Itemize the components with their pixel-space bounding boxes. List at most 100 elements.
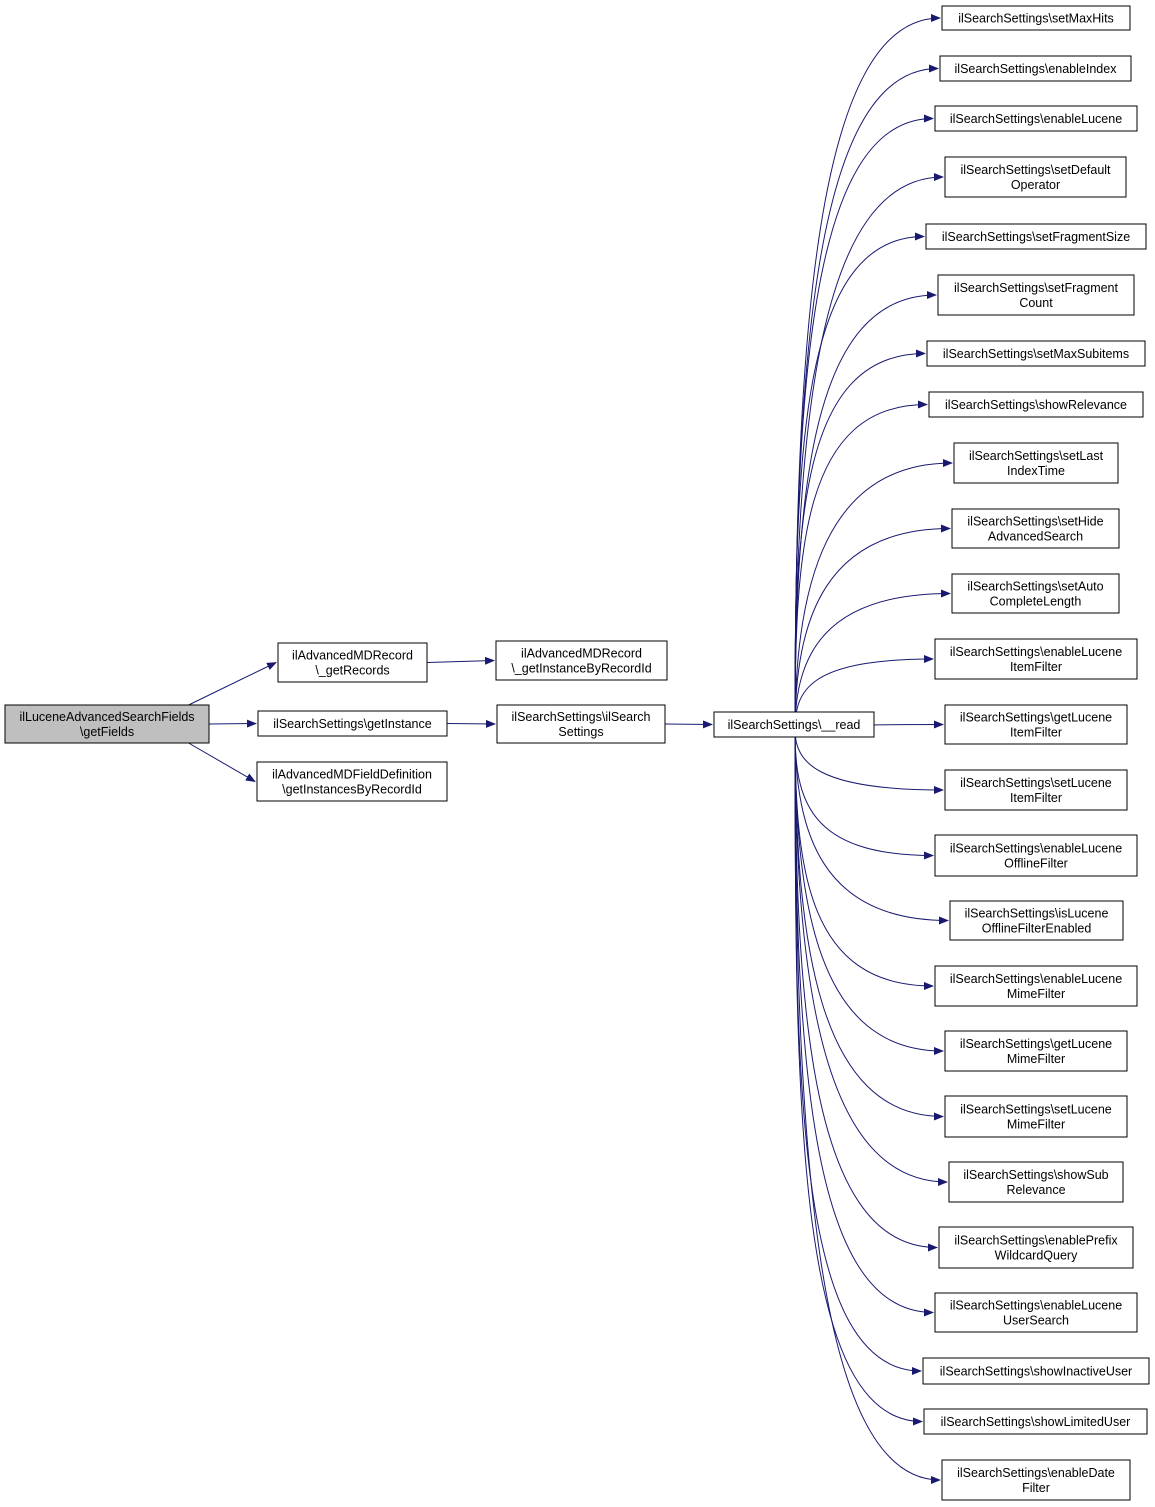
node-getInstanceByRecordId[interactable]: ilAdvancedMDRecord\_getInstanceByRecordI… (495, 640, 668, 681)
node-label-line: ilSearchSettings\showInactiveUser (940, 1365, 1132, 1379)
edge-root-to-getRecords (188, 662, 277, 706)
node-box (925, 223, 1147, 250)
node-label-line: ilAdvancedMDRecord (521, 647, 642, 661)
node-label-line: MimeFilter (1007, 1052, 1065, 1066)
edge-read-to-t17 (794, 729, 944, 1055)
node-label-line: ilSearchSettings\enableLucene (950, 972, 1122, 986)
node-t23[interactable]: ilSearchSettings\showLimitedUser (923, 1408, 1148, 1435)
edge-read-to-t23 (794, 729, 923, 1426)
edge-read-to-t18 (794, 729, 944, 1121)
node-getInstance[interactable]: ilSearchSettings\getInstance (257, 710, 448, 737)
edge-read-to-t9 (794, 524, 951, 731)
node-t20[interactable]: ilSearchSettings\enablePrefixWildcardQue… (938, 1226, 1134, 1269)
node-label-line: ilSearchSettings\setFragment (954, 281, 1118, 295)
node-label-line: \_getRecords (315, 664, 389, 678)
node-label-line: ilAdvancedMDFieldDefinition (272, 768, 432, 782)
edge-read-to-t6 (794, 349, 926, 731)
edge-read-to-t19 (794, 729, 948, 1186)
edge-read-to-t14 (794, 729, 934, 860)
edge-read-to-t0 (794, 14, 941, 731)
node-box (937, 274, 1135, 316)
node-t2[interactable]: ilSearchSettings\enableLucene (934, 105, 1138, 132)
node-label-line: ilAdvancedMDRecord (292, 649, 413, 663)
node-getInstancesByRecordId[interactable]: ilAdvancedMDFieldDefinition\getInstances… (256, 761, 448, 802)
node-label-line: ilLuceneAdvancedSearchFields (19, 710, 194, 724)
node-box (257, 710, 448, 737)
node-label-line: ilSearchSettings\enableDate (957, 1466, 1115, 1480)
edge-read-to-t13 (794, 729, 944, 794)
node-box (944, 1095, 1128, 1138)
node-label-line: ilSearchSettings\showSub (963, 1168, 1108, 1182)
node-t15[interactable]: ilSearchSettings\isLuceneOfflineFilterEn… (949, 900, 1124, 941)
node-label-line: ilSearchSettings\enableLucene (950, 1299, 1122, 1313)
nodes-layer: ilLuceneAdvancedSearchFields\getFieldsil… (4, 5, 1150, 1501)
node-label-line: MimeFilter (1007, 987, 1065, 1001)
edges-layer (188, 14, 953, 1484)
edge-read-to-t10 (794, 589, 951, 731)
node-t14[interactable]: ilSearchSettings\enableLuceneOfflineFilt… (934, 834, 1138, 877)
node-root[interactable]: ilLuceneAdvancedSearchFields\getFields (4, 704, 210, 744)
node-box (923, 1408, 1148, 1435)
node-box (713, 711, 875, 738)
node-label-line: ilSearchSettings\setAuto (967, 580, 1103, 594)
node-box (934, 105, 1138, 132)
node-t22[interactable]: ilSearchSettings\showInactiveUser (922, 1357, 1150, 1385)
node-label-line: ilSearchSettings\enableIndex (955, 62, 1118, 76)
node-getRecords[interactable]: ilAdvancedMDRecord\_getRecords (277, 642, 428, 683)
node-label-line: ilSearchSettings\getLucene (960, 1037, 1112, 1051)
node-label-line: ilSearchSettings\__read (728, 718, 861, 732)
node-label-line: ilSearchSettings\enableLucene (950, 842, 1122, 856)
edge-read-to-t8 (794, 459, 953, 731)
node-t6[interactable]: ilSearchSettings\setMaxSubitems (926, 340, 1146, 367)
node-label-line: ilSearchSettings\getLucene (960, 711, 1112, 725)
node-label-line: ilSearchSettings\setMaxHits (958, 12, 1114, 26)
node-label-line: UserSearch (1003, 1314, 1069, 1328)
node-box (934, 638, 1138, 680)
node-box (928, 391, 1144, 418)
node-box (953, 442, 1119, 484)
node-read[interactable]: ilSearchSettings\__read (713, 711, 875, 738)
edge-root-to-getInstance (208, 719, 257, 728)
node-t7[interactable]: ilSearchSettings\showRelevance (928, 391, 1144, 418)
edge-read-to-t4 (794, 232, 925, 731)
node-box (938, 1226, 1134, 1269)
node-label-line: ItemFilter (1010, 791, 1062, 805)
node-label-line: ItemFilter (1010, 660, 1062, 674)
node-label-line: ilSearchSettings\setLucene (960, 776, 1112, 790)
node-box (944, 1030, 1128, 1072)
edge-read-to-t5 (794, 291, 937, 731)
node-t4[interactable]: ilSearchSettings\setFragmentSize (925, 223, 1147, 250)
node-box (951, 573, 1120, 614)
node-label-line: Count (1019, 296, 1053, 310)
node-t1[interactable]: ilSearchSettings\enableIndex (939, 55, 1132, 82)
edge-getInstance-to-ctor (446, 719, 496, 728)
node-label-line: ilSearchSettings\enablePrefix (954, 1234, 1118, 1248)
node-label-line: CompleteLength (990, 595, 1082, 609)
node-ctor[interactable]: ilSearchSettings\ilSearchSettings (496, 704, 666, 744)
node-label-line: ilSearchSettings\setFragmentSize (942, 230, 1130, 244)
node-box (939, 55, 1132, 82)
node-box (944, 156, 1127, 198)
node-label-line: ilSearchSettings\isLucene (965, 907, 1109, 921)
node-box (277, 642, 428, 683)
node-label-line: ilSearchSettings\setHide (967, 515, 1103, 529)
node-box (496, 704, 666, 744)
node-label-line: Operator (1011, 178, 1060, 192)
node-box (495, 640, 668, 681)
node-t0[interactable]: ilSearchSettings\setMaxHits (941, 5, 1131, 31)
